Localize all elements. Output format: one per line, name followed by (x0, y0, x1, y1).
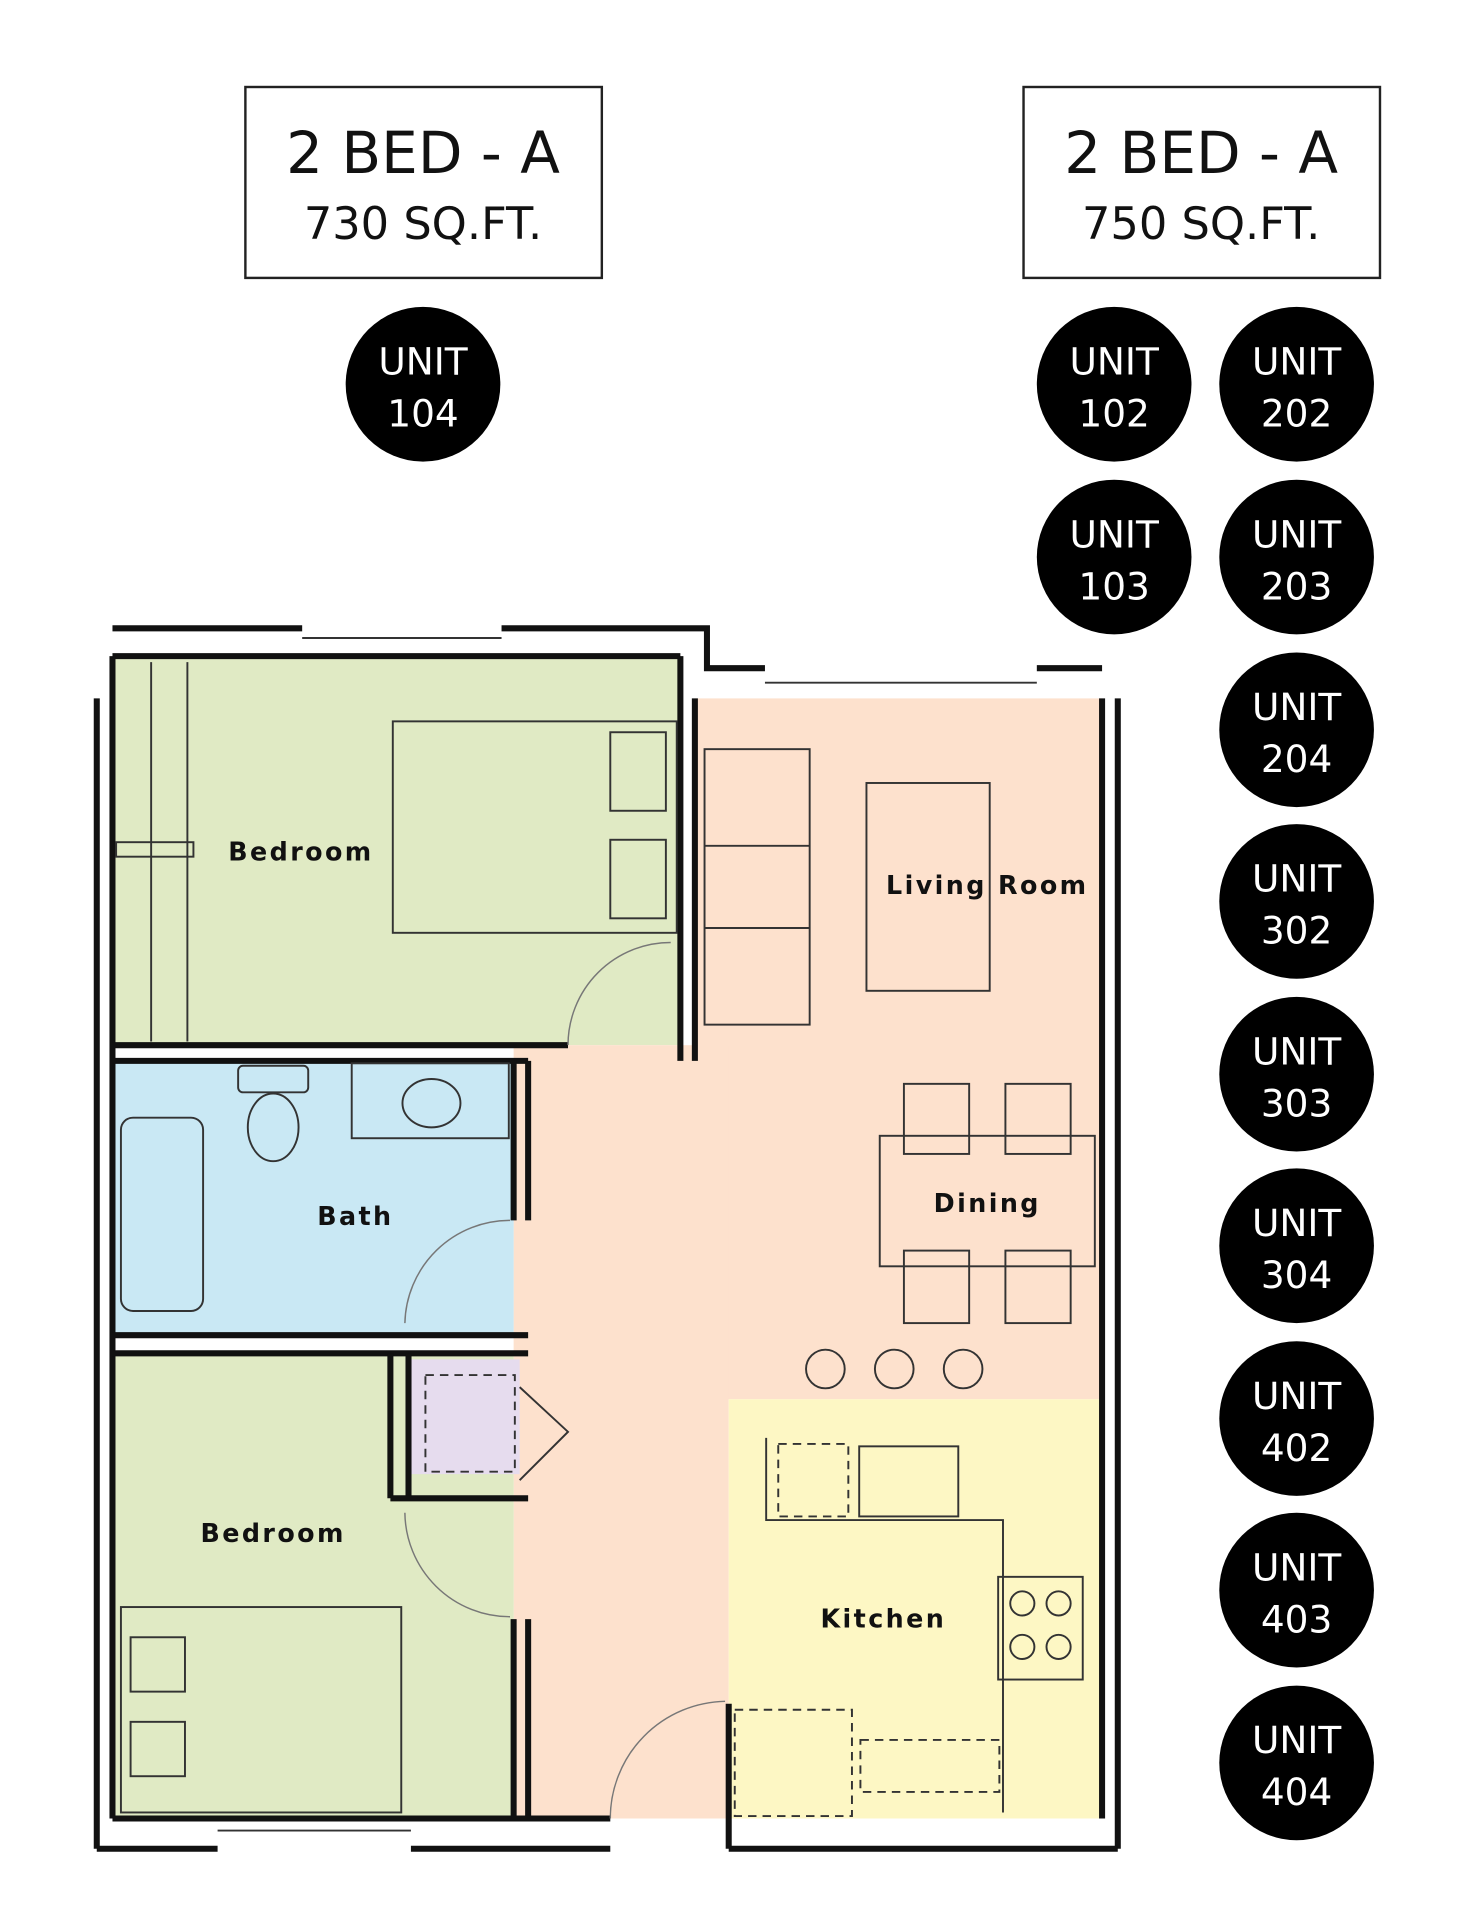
plan-title: 2 BED - A (1064, 119, 1338, 187)
unit-number: 203 (1261, 564, 1332, 608)
unit-label: UNIT (1252, 340, 1341, 384)
unit-number: 204 (1261, 737, 1332, 781)
unit-label: UNIT (378, 340, 467, 384)
unit-number: 104 (387, 392, 458, 436)
unit-badge: UNIT 402 (1219, 1341, 1374, 1496)
unit-number: 303 (1261, 1081, 1332, 1125)
room-label-dining: Dining (934, 1188, 1041, 1218)
plan-header-730: 2 BED - A 730 SQ.FT. (244, 85, 604, 280)
unit-badge: UNIT 304 (1219, 1168, 1374, 1324)
unit-label: UNIT (1252, 512, 1341, 556)
unit-badge-circle (1219, 1685, 1374, 1841)
unit-badge: UNIT 303 (1219, 996, 1374, 1152)
unit-badge-circle (1219, 1512, 1374, 1668)
unit-number: 403 (1261, 1597, 1332, 1641)
room-label-bedroom: Bedroom (200, 1518, 345, 1548)
plan-area: 750 SQ.FT. (1082, 198, 1320, 250)
room-label-living-room: Living Room (886, 870, 1089, 900)
unit-number: 304 (1261, 1253, 1332, 1297)
room-label-kitchen: Kitchen (821, 1604, 947, 1634)
unit-label: UNIT (1252, 1374, 1341, 1418)
unit-label: UNIT (1252, 1545, 1341, 1589)
unit-badge-circle (1219, 652, 1374, 808)
unit-label: UNIT (1252, 857, 1341, 901)
plan-title: 2 BED - A (286, 119, 560, 187)
unit-label: UNIT (1252, 1718, 1341, 1762)
unit-number: 404 (1261, 1770, 1332, 1814)
unit-badge-circle (1219, 306, 1374, 462)
unit-badge: UNIT 404 (1219, 1685, 1374, 1841)
unit-number: 202 (1261, 392, 1332, 436)
unit-badge-circle (1219, 479, 1374, 635)
unit-badge: UNIT 204 (1219, 652, 1374, 808)
unit-label: UNIT (1069, 340, 1158, 384)
unit-badge: UNIT 104 (345, 306, 501, 462)
unit-label: UNIT (1252, 1030, 1341, 1074)
unit-badge-circle (1219, 1341, 1374, 1496)
unit-badge-circle (1219, 824, 1374, 979)
room-label-bath: Bath (317, 1201, 393, 1231)
unit-label: UNIT (1252, 685, 1341, 729)
unit-badge: UNIT 302 (1219, 824, 1374, 979)
unit-number: 302 (1261, 909, 1332, 953)
unit-badge-circle (1036, 306, 1192, 462)
unit-badge: UNIT 403 (1219, 1512, 1374, 1668)
unit-badge-circle (1219, 1168, 1374, 1324)
room-fills (112, 656, 1103, 1819)
room-label-bedroom: Bedroom (228, 836, 373, 866)
walls (93, 625, 1121, 1852)
unit-badge-circle (1036, 479, 1192, 635)
unit-badge-circle (345, 306, 501, 462)
unit-badge: UNIT 103 (1036, 479, 1192, 635)
unit-number: 103 (1078, 564, 1149, 608)
unit-badge: UNIT 202 (1219, 306, 1374, 462)
unit-badge-circle (1219, 996, 1374, 1152)
unit-number: 102 (1078, 392, 1149, 436)
plan-header-750: 2 BED - A 750 SQ.FT. (1022, 85, 1382, 280)
unit-label: UNIT (1069, 512, 1158, 556)
unit-badge: UNIT 203 (1219, 479, 1374, 635)
furniture (115, 662, 1096, 1819)
unit-label: UNIT (1252, 1201, 1341, 1245)
unit-number: 402 (1261, 1426, 1332, 1470)
unit-badge: UNIT 102 (1036, 306, 1192, 462)
plan-area: 730 SQ.FT. (304, 198, 542, 250)
